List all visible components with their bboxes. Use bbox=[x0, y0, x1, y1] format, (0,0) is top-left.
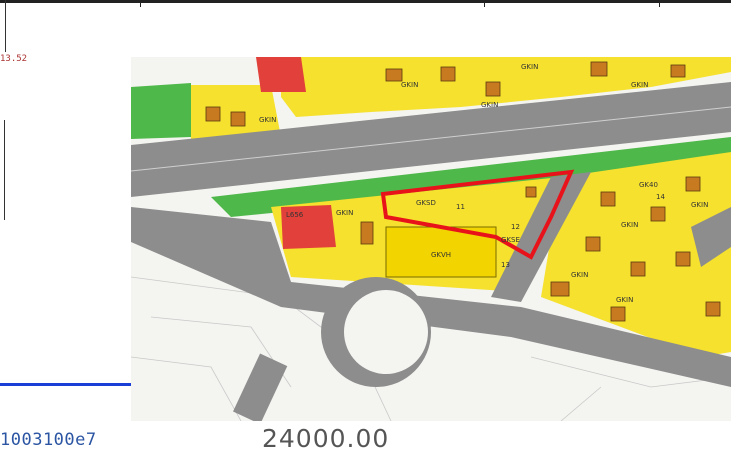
zone-label: GKVH bbox=[431, 251, 451, 259]
zone-label: GKIN bbox=[481, 101, 498, 109]
plot-number: 13 bbox=[501, 261, 510, 269]
zone-label: GKIN bbox=[616, 296, 633, 304]
left-axis-line bbox=[4, 120, 5, 220]
zone-label: GKIN bbox=[691, 201, 708, 209]
zone-label: GKSE bbox=[501, 236, 520, 244]
coordinate-label-bottom-left: 1003100e7 bbox=[0, 430, 97, 450]
zoning-map-canvas: GKIN GKIN GKIN GKIN GKIN GKIN GKSD GKVH … bbox=[131, 57, 731, 421]
plot-number: 12 bbox=[511, 223, 520, 231]
top-tick bbox=[484, 0, 485, 7]
lower-road bbox=[131, 207, 731, 387]
commercial-zone-north bbox=[256, 57, 306, 92]
zone-label: GKIN bbox=[631, 81, 648, 89]
zone-label: GKIN bbox=[259, 116, 276, 124]
plot-number: 11 bbox=[456, 203, 465, 211]
zone-label: GKIN bbox=[336, 209, 353, 217]
scale-axis-line bbox=[0, 383, 131, 386]
access-road bbox=[233, 353, 288, 421]
zone-label: GK40 bbox=[639, 181, 658, 189]
roundabout-inner bbox=[344, 290, 428, 374]
road-centerline bbox=[131, 106, 731, 172]
zone-label: GKIN bbox=[521, 63, 538, 71]
left-axis-line bbox=[5, 0, 6, 52]
zone-label: GKIN bbox=[571, 271, 588, 279]
zone-label: GKSD bbox=[416, 199, 436, 207]
top-tick bbox=[140, 0, 141, 7]
top-border-line bbox=[0, 0, 731, 3]
commercial-zone-south bbox=[281, 205, 336, 249]
background-parcel-lines bbox=[131, 276, 731, 421]
residential-zone-east bbox=[541, 152, 731, 357]
top-tick bbox=[659, 0, 660, 7]
zone-label: GKIN bbox=[401, 81, 418, 89]
green-zone-northwest bbox=[131, 83, 191, 139]
zone-label: GKIN bbox=[621, 221, 638, 229]
coordinate-label-red: 13.52 bbox=[0, 54, 28, 64]
zoning-map[interactable]: GKIN GKIN GKIN GKIN GKIN GKIN GKSD GKVH … bbox=[131, 57, 731, 421]
coordinate-label-bottom: 24000.00 bbox=[262, 424, 390, 453]
building-footprints bbox=[205, 61, 721, 322]
side-road-far-east bbox=[691, 207, 731, 267]
zone-label: L656 bbox=[286, 211, 304, 219]
plot-number: 14 bbox=[656, 193, 665, 201]
highlighted-parcel-outline bbox=[380, 169, 575, 260]
green-zone-central bbox=[211, 137, 731, 217]
